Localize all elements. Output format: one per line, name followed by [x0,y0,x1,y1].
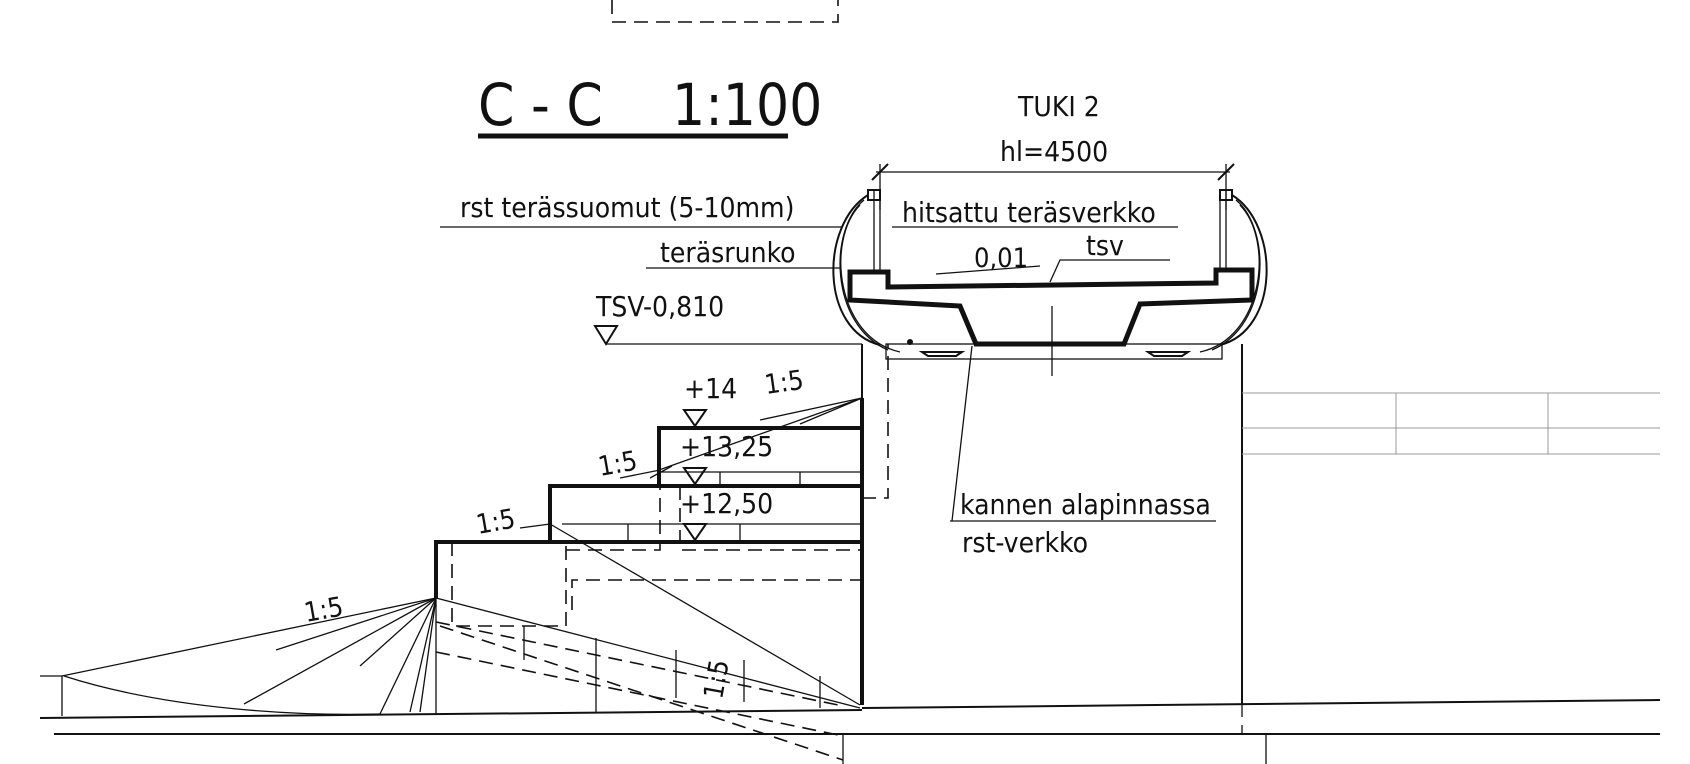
width-label: hl=4500 [1000,135,1108,168]
slope-label-step2: 1:5 [596,446,640,483]
deck-slope-arrow [935,265,1041,275]
stepped-abutment [434,344,889,705]
deck-bottom-leader [951,345,973,522]
slope-fans [40,397,863,716]
tsv-label: tsv [1086,229,1124,262]
scale-label: 1:100 [672,71,822,139]
slope-label-vertical: 1:5 [698,657,735,701]
section-title: C - C [478,71,603,139]
tsv-leader [1049,259,1170,283]
deck-bottom-label-1: kannen alapinnassa [960,488,1211,521]
level-14: +14 [684,372,737,405]
level-1250-marker [682,523,708,542]
ground-lines [39,699,1661,735]
support-label: TUKI 2 [1017,90,1100,123]
tsv-level-label: TSV-0,810 [595,290,724,323]
level-14-marker [682,409,708,428]
tsv-level-marker [593,325,619,346]
right-grid [1242,392,1660,455]
slope-label-top: 1:5 [763,365,806,401]
dashed-diagonals [435,621,844,761]
slope-label-left: 1:5 [302,592,346,629]
shell-curves [832,194,1268,360]
width-dimension [871,163,1235,210]
upper-dashed-outline [611,0,839,23]
level-1250: +12,50 [680,487,773,520]
steel-piles-label: rst terässuomut (5-10mm) [460,191,794,224]
deck-bottom-label-2: rst-verkko [962,526,1088,559]
slope-label-step3: 1:5 [474,504,518,541]
level-1325-marker [682,467,708,486]
steel-frame-label: teräsrunko [660,236,796,269]
level-1325: +13,25 [680,430,773,463]
welded-mesh-label: hitsattu teräsverkko [902,196,1156,229]
